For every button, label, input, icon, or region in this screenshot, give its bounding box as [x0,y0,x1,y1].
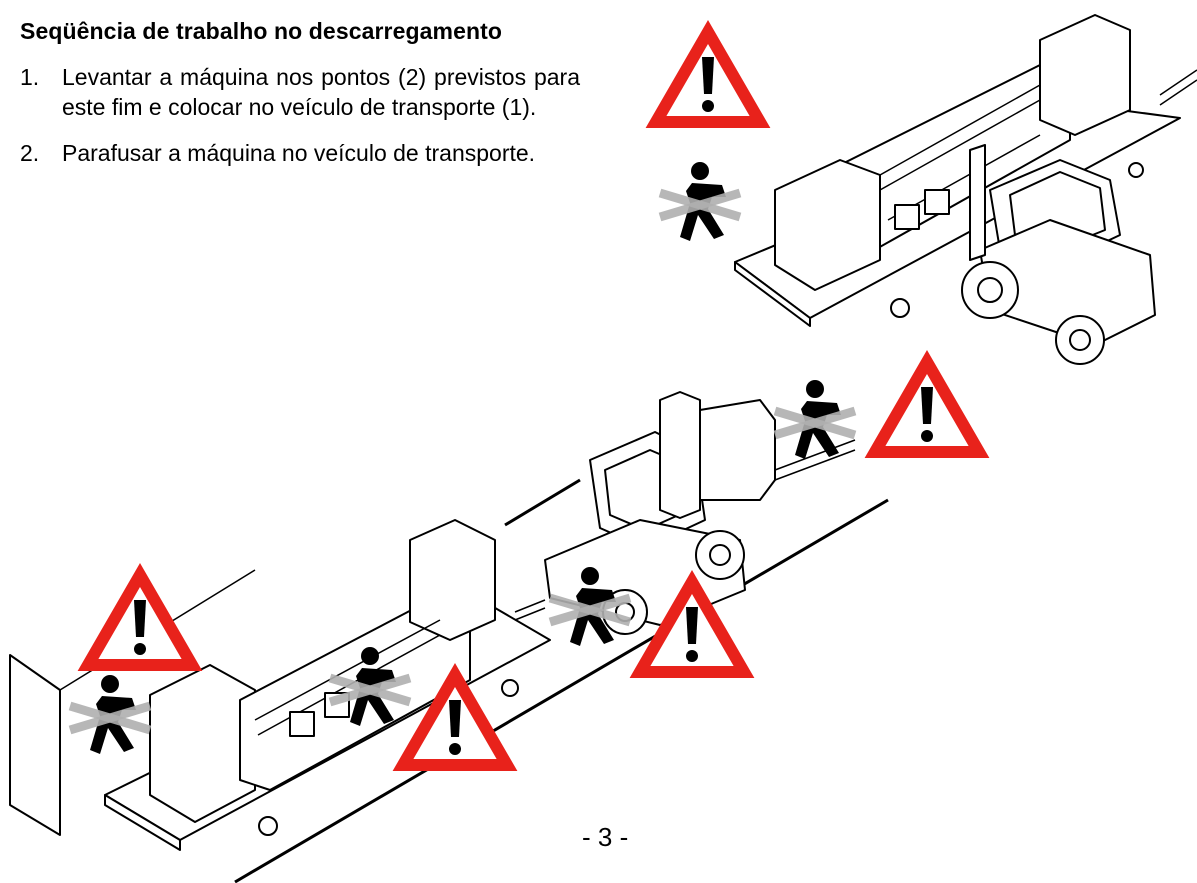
step-number: 2. [20,140,40,166]
machine-on-trailer-illustration [104,519,551,851]
no-pedestrian-icon [70,675,150,754]
machine-on-trailer-illustration [734,14,1197,327]
instruction-list: 1. Levantar a máquina nos pontos (2) pre… [20,62,580,184]
step-number: 1. [20,64,40,90]
no-pedestrian-icon [660,162,740,241]
step-text: Levantar a máquina nos pontos (2) previs… [62,64,580,120]
ground-line [504,478,581,527]
forklift-illustration [961,144,1156,365]
warning-triangle-icon [656,32,760,122]
no-pedestrian-icon [775,380,855,459]
instruction-step-1: 1. Levantar a máquina nos pontos (2) pre… [20,62,580,122]
section-heading: Seqüência de trabalho no descarregamento [20,18,503,44]
wall-panel [9,654,61,836]
warning-triangle-icon [875,362,979,452]
ground-line [234,498,889,883]
page-number: - 3 - [582,822,629,852]
step-text: Parafusar a máquina no veículo de transp… [62,140,536,166]
instruction-step-2: 2. Parafusar a máquina no veículo de tra… [20,138,580,168]
warning-triangle-icon [88,575,192,665]
